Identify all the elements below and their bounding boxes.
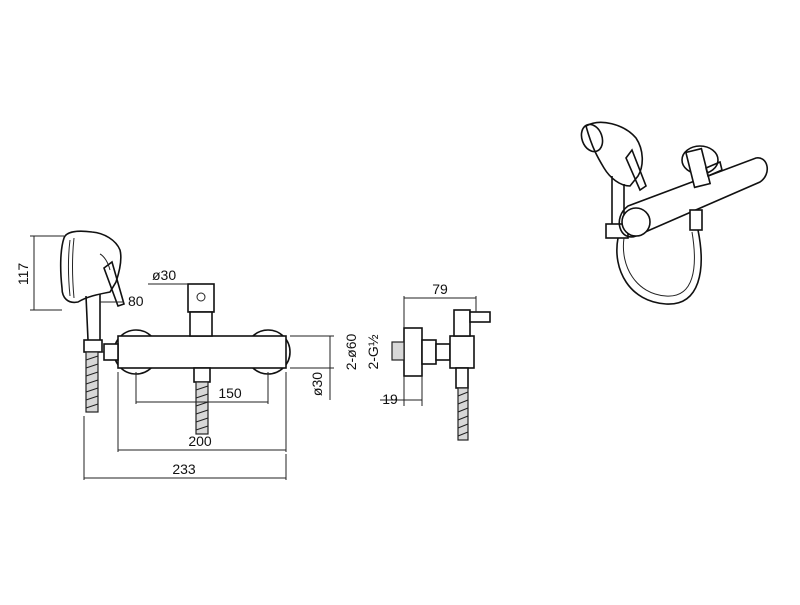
lever-handle — [187, 283, 215, 337]
mixer-body — [100, 329, 291, 375]
dim-total-label: 233 — [172, 461, 196, 477]
hose-left — [85, 351, 99, 413]
dim-mid-label: 200 — [188, 433, 212, 449]
dim-depth-label: 79 — [432, 281, 448, 297]
perspective-view — [580, 121, 768, 305]
dim-inner-label: 150 — [218, 385, 242, 401]
dim-diameter-top-label: ø30 — [152, 267, 176, 283]
hand-spray-head — [59, 230, 125, 353]
front-view: 117 ø30 80 150 200 233 ø30 — [15, 230, 334, 480]
dim-body-diameter-front-label: ø30 — [309, 372, 325, 396]
dim-flange-label: 2-ø60 — [343, 334, 359, 371]
side-view: 79 2-ø60 2-G½ 19 — [343, 281, 491, 441]
perspective-body — [618, 145, 768, 238]
dim-height-label: 117 — [15, 263, 31, 286]
bottom-outlet — [193, 367, 211, 435]
dim-thread-label: 2-G½ — [365, 334, 381, 369]
dim-outlet-label: 80 — [128, 293, 144, 309]
perspective-spray-head — [580, 121, 647, 239]
side-dimensions — [380, 296, 477, 406]
perspective-hose — [616, 229, 702, 305]
front-dimensions — [30, 235, 334, 480]
dim-offset-label: 19 — [382, 391, 398, 407]
